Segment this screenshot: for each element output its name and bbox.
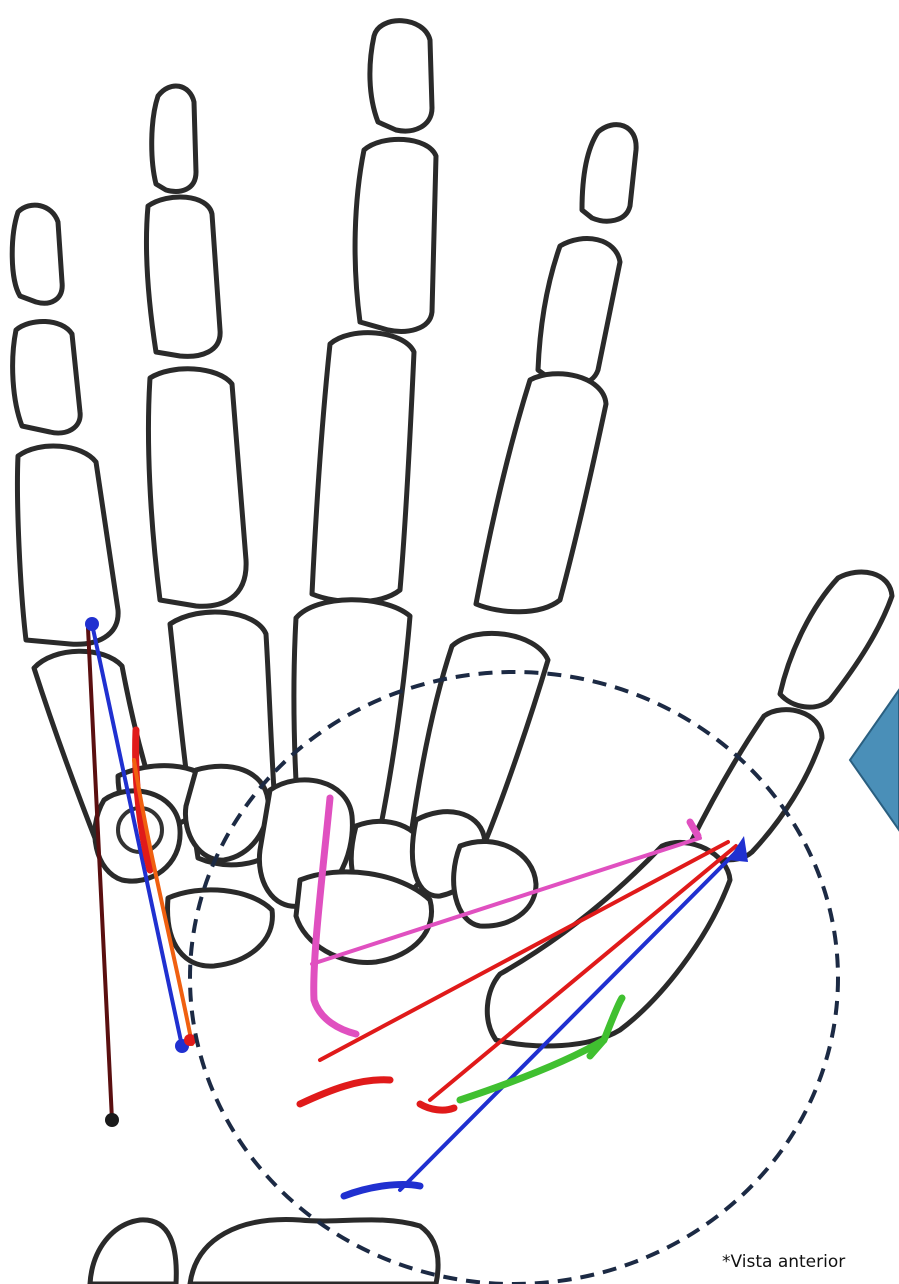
red-base-mark-2 <box>420 1104 454 1110</box>
view-caption: *Vista anterior <box>722 1252 845 1272</box>
index-finger <box>410 125 636 853</box>
blue-diagonal <box>400 848 740 1190</box>
blue-dot-top <box>85 617 99 631</box>
thumb <box>487 572 892 1046</box>
middle-finger <box>294 21 436 850</box>
dark-red-dot <box>105 1113 119 1127</box>
blue-base-mark <box>344 1184 420 1196</box>
magenta-tick <box>690 822 698 836</box>
forearm-bones <box>90 1220 438 1284</box>
red-base-mark <box>300 1080 390 1104</box>
pointer-triangle <box>850 690 899 830</box>
little-finger <box>12 205 170 857</box>
ring-finger <box>146 86 278 865</box>
